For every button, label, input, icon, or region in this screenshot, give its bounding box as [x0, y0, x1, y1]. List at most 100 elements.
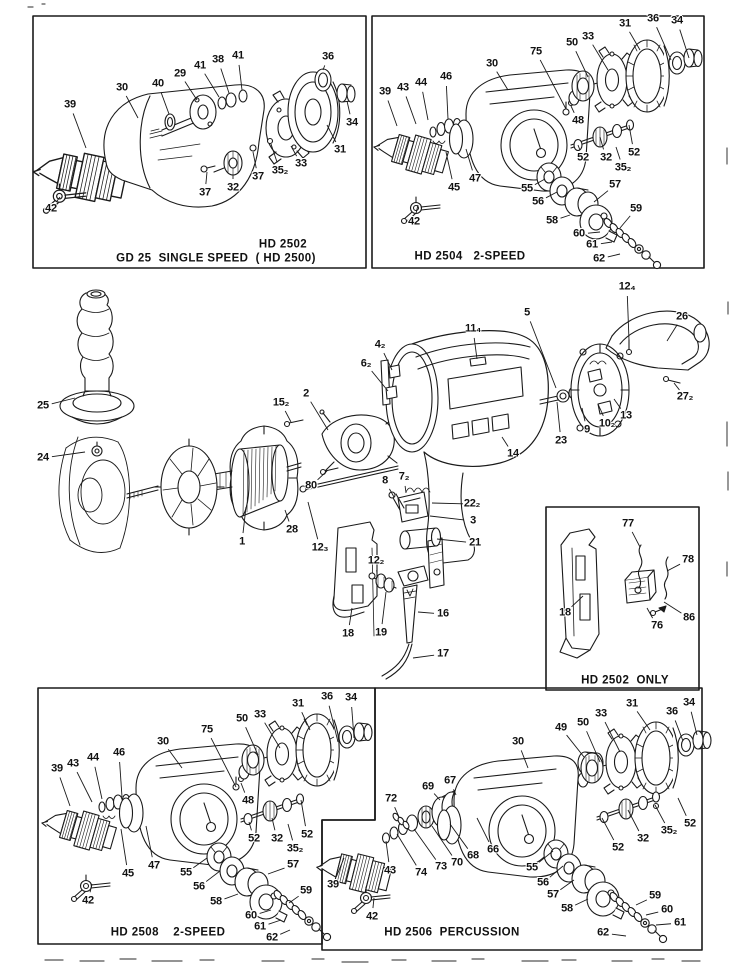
leader-line: [574, 898, 589, 906]
leader-line: [264, 722, 281, 749]
leader-line: [539, 59, 567, 110]
leader-line: [383, 352, 393, 371]
leader-line: [429, 515, 465, 521]
leader-line: [431, 825, 453, 856]
leader-line: [224, 893, 239, 900]
leader-line: [326, 124, 337, 143]
leader-line: [284, 509, 290, 522]
leader-line: [381, 591, 387, 625]
leader-line: [599, 136, 604, 150]
leader-line: [538, 850, 554, 863]
leader-line: [560, 214, 571, 219]
leader-line: [520, 750, 529, 769]
leader-line: [89, 883, 93, 893]
leader-line: [371, 370, 389, 392]
leader-line: [317, 470, 328, 481]
panel-hd2502-only-art: [559, 528, 669, 659]
leader-line: [571, 595, 584, 608]
leader-line: [290, 145, 298, 157]
leader-line: [453, 789, 457, 796]
leader-line: [496, 71, 509, 91]
leader-line: [433, 793, 441, 801]
leader-line: [248, 821, 252, 831]
leader-line: [396, 833, 417, 866]
leader-line: [51, 397, 76, 405]
leader-line: [205, 870, 221, 882]
panel-hd2502-border: [32, 15, 367, 269]
leader-line: [267, 867, 285, 875]
leader-line: [534, 178, 546, 186]
leader-line: [587, 231, 601, 234]
leader-line: [385, 840, 390, 863]
leader-line: [628, 124, 633, 145]
leader-line: [405, 96, 417, 125]
leader-line: [666, 563, 681, 572]
leader-line: [417, 611, 435, 614]
leader-line: [560, 879, 575, 891]
leader-line: [404, 485, 407, 494]
central-art: [58, 289, 710, 680]
leader-line: [613, 398, 622, 409]
leader-line: [389, 488, 395, 498]
leader-line: [611, 933, 627, 937]
leader-line: [663, 601, 682, 614]
leader-line: [615, 146, 621, 160]
leader-line: [636, 711, 651, 731]
leader-line: [346, 100, 351, 115]
panel-hd2506-art: [313, 721, 712, 944]
leader-line: [348, 607, 353, 626]
leader-line: [288, 895, 299, 904]
leader-line: [673, 382, 680, 391]
leader-line: [449, 823, 469, 849]
leader-line: [635, 899, 648, 906]
leader-line: [56, 196, 61, 203]
leader-line: [600, 241, 613, 245]
leader-line: [431, 502, 464, 505]
leader-line: [601, 817, 615, 841]
leader-line: [280, 929, 291, 935]
leader-line: [654, 804, 666, 824]
leader-line: [351, 706, 355, 739]
leader-line: [545, 191, 558, 199]
leader-line: [125, 95, 139, 119]
leader-line: [193, 857, 208, 869]
leader-line: [629, 31, 641, 51]
leader-line: [422, 91, 429, 121]
leader-line: [72, 113, 87, 149]
leader-line: [476, 817, 490, 843]
leader-line: [328, 705, 339, 743]
leader-line: [240, 782, 246, 793]
leader-line: [301, 711, 311, 731]
leader-line: [372, 897, 375, 909]
leader-line: [465, 148, 473, 171]
leader-line: [307, 501, 319, 540]
leader-line: [570, 105, 575, 114]
leader-line: [167, 749, 183, 769]
leader-line: [59, 777, 71, 807]
leader-line: [210, 737, 237, 788]
leader-line: [575, 50, 589, 78]
leader-line: [120, 828, 128, 866]
scan-marks: [27, 3, 729, 963]
leader-line: [577, 144, 581, 150]
leader-line: [604, 721, 621, 753]
leader-line: [271, 817, 276, 831]
leader-line: [415, 204, 419, 214]
panel-borders: [32, 15, 705, 951]
leader-line: [94, 766, 103, 800]
leader-line: [287, 823, 294, 841]
leader-line: [607, 253, 621, 258]
leader-line: [597, 403, 604, 416]
leader-line: [242, 506, 247, 534]
leader-line: [259, 909, 272, 914]
leader-line: [566, 734, 585, 758]
leader-line: [529, 321, 557, 389]
leader-line: [119, 761, 123, 798]
leader-line: [645, 911, 659, 916]
leader-line: [679, 29, 690, 59]
leader-line: [413, 828, 437, 860]
panel-hd2508-art: [37, 713, 373, 942]
leader-line: [666, 324, 678, 342]
